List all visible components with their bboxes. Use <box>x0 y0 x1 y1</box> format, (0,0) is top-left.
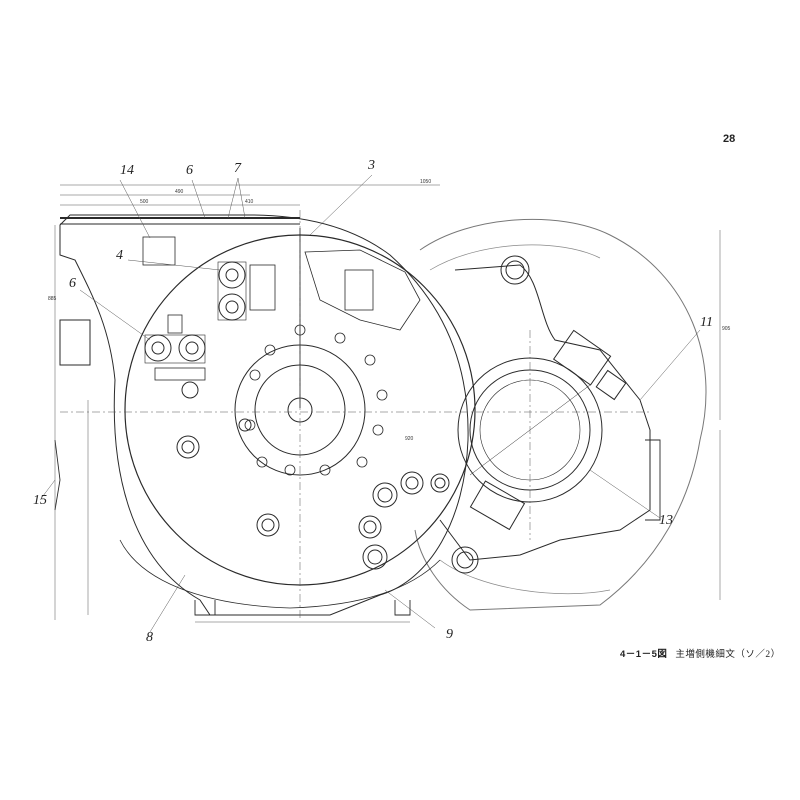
dim-885: 885 <box>48 296 57 302</box>
side-box <box>59 319 91 366</box>
part-15 <box>54 439 61 511</box>
figure-number: 4－1－5図 <box>620 649 668 660</box>
callout-14: 14 <box>120 163 134 178</box>
foot-left <box>194 600 216 616</box>
casing-inner-wall <box>119 539 441 609</box>
callout-11: 11 <box>700 315 713 330</box>
main-casing <box>59 214 469 616</box>
callout-9: 9 <box>446 627 453 642</box>
lower-ports <box>176 418 450 570</box>
dim-490: 490 <box>175 189 184 195</box>
callout-6-side: 6 <box>69 276 76 291</box>
lower-actuator <box>469 480 526 531</box>
dim-905: 905 <box>722 326 731 332</box>
dimension-labels: 1050 490 500 410 885 920 905 <box>48 179 731 442</box>
valve-assembly-lower <box>144 314 206 399</box>
callout-15: 15 <box>33 493 47 508</box>
figure-caption: 4－1－5図主増側機細文（ソ／2） <box>620 646 781 660</box>
dim-410: 410 <box>245 199 254 205</box>
figure-title: 主増側機細文（ソ／2） <box>675 650 781 660</box>
label-box-14 <box>142 236 176 266</box>
dim-1050: 1050 <box>420 179 431 185</box>
side-mount <box>645 439 661 521</box>
callout-8: 8 <box>146 630 153 645</box>
callout-3: 3 <box>368 158 375 173</box>
callout-6-top: 6 <box>186 163 193 178</box>
dim-920: 920 <box>405 436 414 442</box>
rear-casing-inner <box>429 244 601 271</box>
callout-7: 7 <box>234 161 241 176</box>
callout-13: 13 <box>659 513 673 528</box>
upper-bore <box>500 255 530 285</box>
page-number: 28 <box>723 133 736 145</box>
dim-500: 500 <box>140 199 149 205</box>
gear-housing-body <box>439 264 651 561</box>
valve-assembly-upper <box>217 261 276 321</box>
upper-actuator <box>552 329 612 386</box>
bolt-circle <box>244 324 388 476</box>
foot-right <box>394 600 411 616</box>
callout-4: 4 <box>116 248 123 263</box>
rear-casing-outline <box>414 218 707 611</box>
